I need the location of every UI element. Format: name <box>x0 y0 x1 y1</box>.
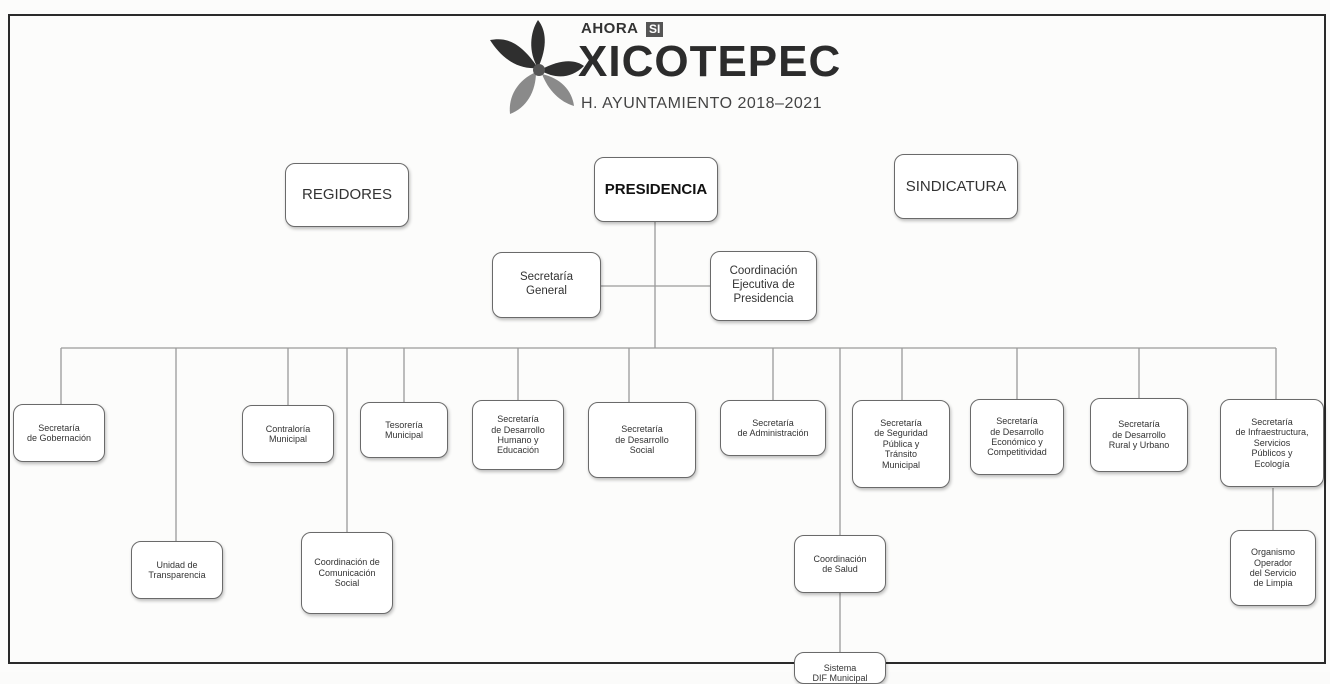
node-coordinacion-salud: Coordinación de Salud <box>794 535 886 593</box>
node-sindicatura: SINDICATURA <box>894 154 1018 219</box>
node-tesoreria: Tesorería Municipal <box>360 402 448 458</box>
node-secretaria-general: Secretaría General <box>492 252 601 318</box>
node-secretaria-desarrollo-economico: Secretaría de Desarrollo Económico y Com… <box>970 399 1064 475</box>
node-coordinacion-comunicacion: Coordinación de Comunicación Social <box>301 532 393 614</box>
node-secretaria-administracion: Secretaría de Administración <box>720 400 826 456</box>
node-unidad-transparencia: Unidad de Transparencia <box>131 541 223 599</box>
node-label: Secretaría de Desarrollo Económico y Com… <box>987 416 1047 458</box>
logo <box>478 18 838 122</box>
node-label: REGIDORES <box>301 186 392 204</box>
logo-subtitle: H. AYUNTAMIENTO 2018–2021 <box>581 95 823 112</box>
node-label: Secretaría de Administración <box>737 417 809 438</box>
node-presidencia: PRESIDENCIA <box>594 157 718 222</box>
node-label: Tesorería Municipal <box>384 419 424 440</box>
node-sistema-dif: Sistema DIF Municipal <box>794 652 886 684</box>
node-secretaria-infraestructura: Secretaría de Infraestructura, Servicios… <box>1220 399 1324 487</box>
node-label: Secretaría General <box>519 271 574 297</box>
page-frame <box>8 14 1326 664</box>
node-label: Secretaría de Infraestructura, Servicios… <box>1235 417 1309 469</box>
node-label: Coordinación Ejecutiva de Presidencia <box>729 265 798 305</box>
node-label: Secretaría de Gobernación <box>26 422 92 443</box>
node-contraloria: Contraloría Municipal <box>242 405 334 463</box>
logo-si-badge: SI <box>646 22 664 37</box>
node-label: Unidad de Transparencia <box>148 559 206 580</box>
node-regidores: REGIDORES <box>285 163 409 227</box>
node-label: Secretaría de Desarrollo Rural y Urbano <box>1108 419 1170 451</box>
node-label: PRESIDENCIA <box>604 180 708 198</box>
logo-ahora-text: AHORA <box>581 20 639 37</box>
node-secretaria-desarrollo-social: Secretaría de Desarrollo Social <box>588 402 696 478</box>
node-secretaria-seguridad: Secretaría de Seguridad Pública y Tránsi… <box>852 400 950 488</box>
node-label: Secretaría de Seguridad Pública y Tránsi… <box>874 418 928 470</box>
logo-name: XICOTEPEC <box>578 37 842 86</box>
node-secretaria-desarrollo-humano: Secretaría de Desarrollo Humano y Educac… <box>472 400 564 470</box>
node-label: Secretaría de Desarrollo Social <box>615 424 669 456</box>
node-label: Secretaría de Desarrollo Humano y Educac… <box>491 414 545 456</box>
node-secretaria-gobernacion: Secretaría de Gobernación <box>13 404 105 462</box>
flower-logo-icon <box>490 20 584 114</box>
node-label: Organismo Operador del Servicio de Limpi… <box>1249 547 1297 589</box>
node-secretaria-desarrollo-rural: Secretaría de Desarrollo Rural y Urbano <box>1090 398 1188 472</box>
node-label: Sistema DIF Municipal <box>812 663 868 684</box>
node-organismo-limpia: Organismo Operador del Servicio de Limpi… <box>1230 530 1316 606</box>
node-label: Coordinación de Comunicación Social <box>314 557 380 589</box>
node-label: SINDICATURA <box>905 177 1007 195</box>
node-coordinacion-ejecutiva: Coordinación Ejecutiva de Presidencia <box>710 251 817 321</box>
node-label: Coordinación de Salud <box>813 553 867 574</box>
node-label: Contraloría Municipal <box>265 423 311 444</box>
